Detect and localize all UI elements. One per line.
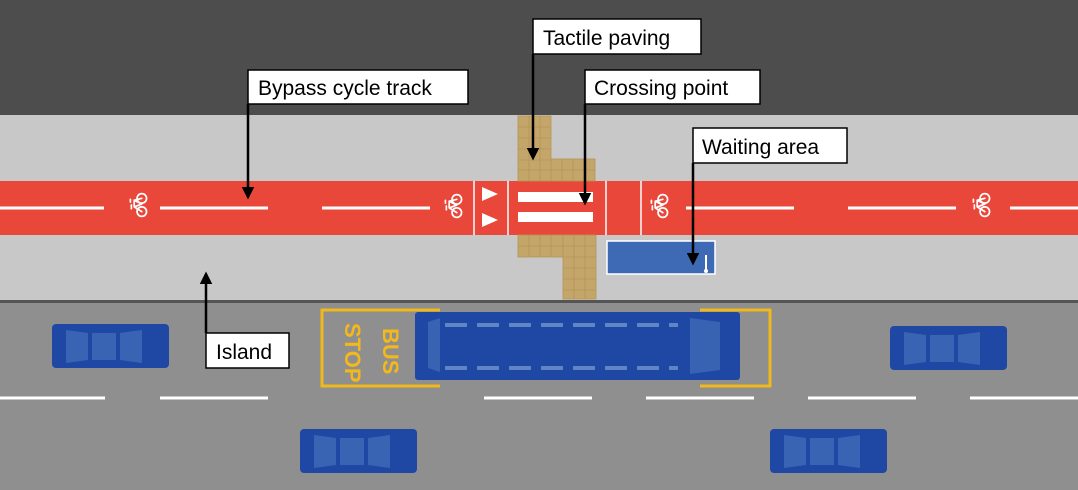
label-tactile-paving-text: Tactile paving [543,27,670,50]
car-icon [300,429,417,473]
waiting-area-post-base [704,269,708,273]
give-way-triangle-icon [482,187,498,227]
tactile-paving [517,115,597,300]
footway [0,0,1078,115]
waiting-area [606,240,716,275]
bus-stop-marking-bus: BUS [378,328,403,374]
crossing-boundary-lines [473,181,642,235]
label-arrows [199,54,700,333]
label-island-text: Island [216,341,272,364]
car-icon [52,324,169,368]
label-tactile-paving: Tactile paving [532,18,702,55]
label-waiting-area: Waiting area [692,127,848,164]
car-icon [770,429,887,473]
label-crossing-point: Crossing point [584,69,761,105]
bus-icon [415,312,740,380]
crossing-point-markings [518,192,593,222]
bus-stop-marking-stop: STOP [340,323,365,383]
bus-stop-box [320,308,772,388]
car-icon [890,326,1007,370]
label-waiting-area-text: Waiting area [702,136,819,159]
label-bypass-cycle-track: Bypass cycle track [247,69,469,105]
label-bypass-cycle-track-text: Bypass cycle track [258,77,432,100]
label-island: Island [205,332,290,369]
label-crossing-point-text: Crossing point [594,77,728,100]
